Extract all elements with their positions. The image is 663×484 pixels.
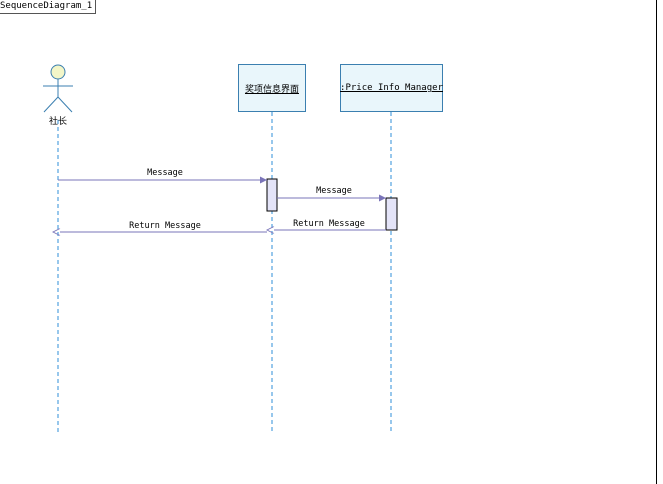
message-label-2: Message — [316, 186, 352, 196]
frame-title: SequenceDiagram_1 — [0, 0, 97, 14]
lifeline-box-award-info-ui[interactable]: 奖项信息界面 — [238, 64, 306, 112]
actor-figure[interactable] — [43, 64, 73, 113]
actor-label: 社长 — [48, 117, 68, 127]
canvas-right-border — [656, 0, 657, 484]
actor-head — [50, 64, 66, 80]
lifeline-box-price-info-manager[interactable]: :Price_Info_Manager — [340, 64, 443, 112]
activation-bar-1 — [266, 178, 278, 212]
return-label-2: Return Message — [129, 221, 201, 231]
actor-left-leg — [43, 96, 59, 113]
message-label-1: Message — [147, 168, 183, 178]
activation-bar-2 — [385, 197, 398, 231]
return-label-1: Return Message — [293, 219, 365, 229]
actor-right-leg — [57, 96, 73, 113]
